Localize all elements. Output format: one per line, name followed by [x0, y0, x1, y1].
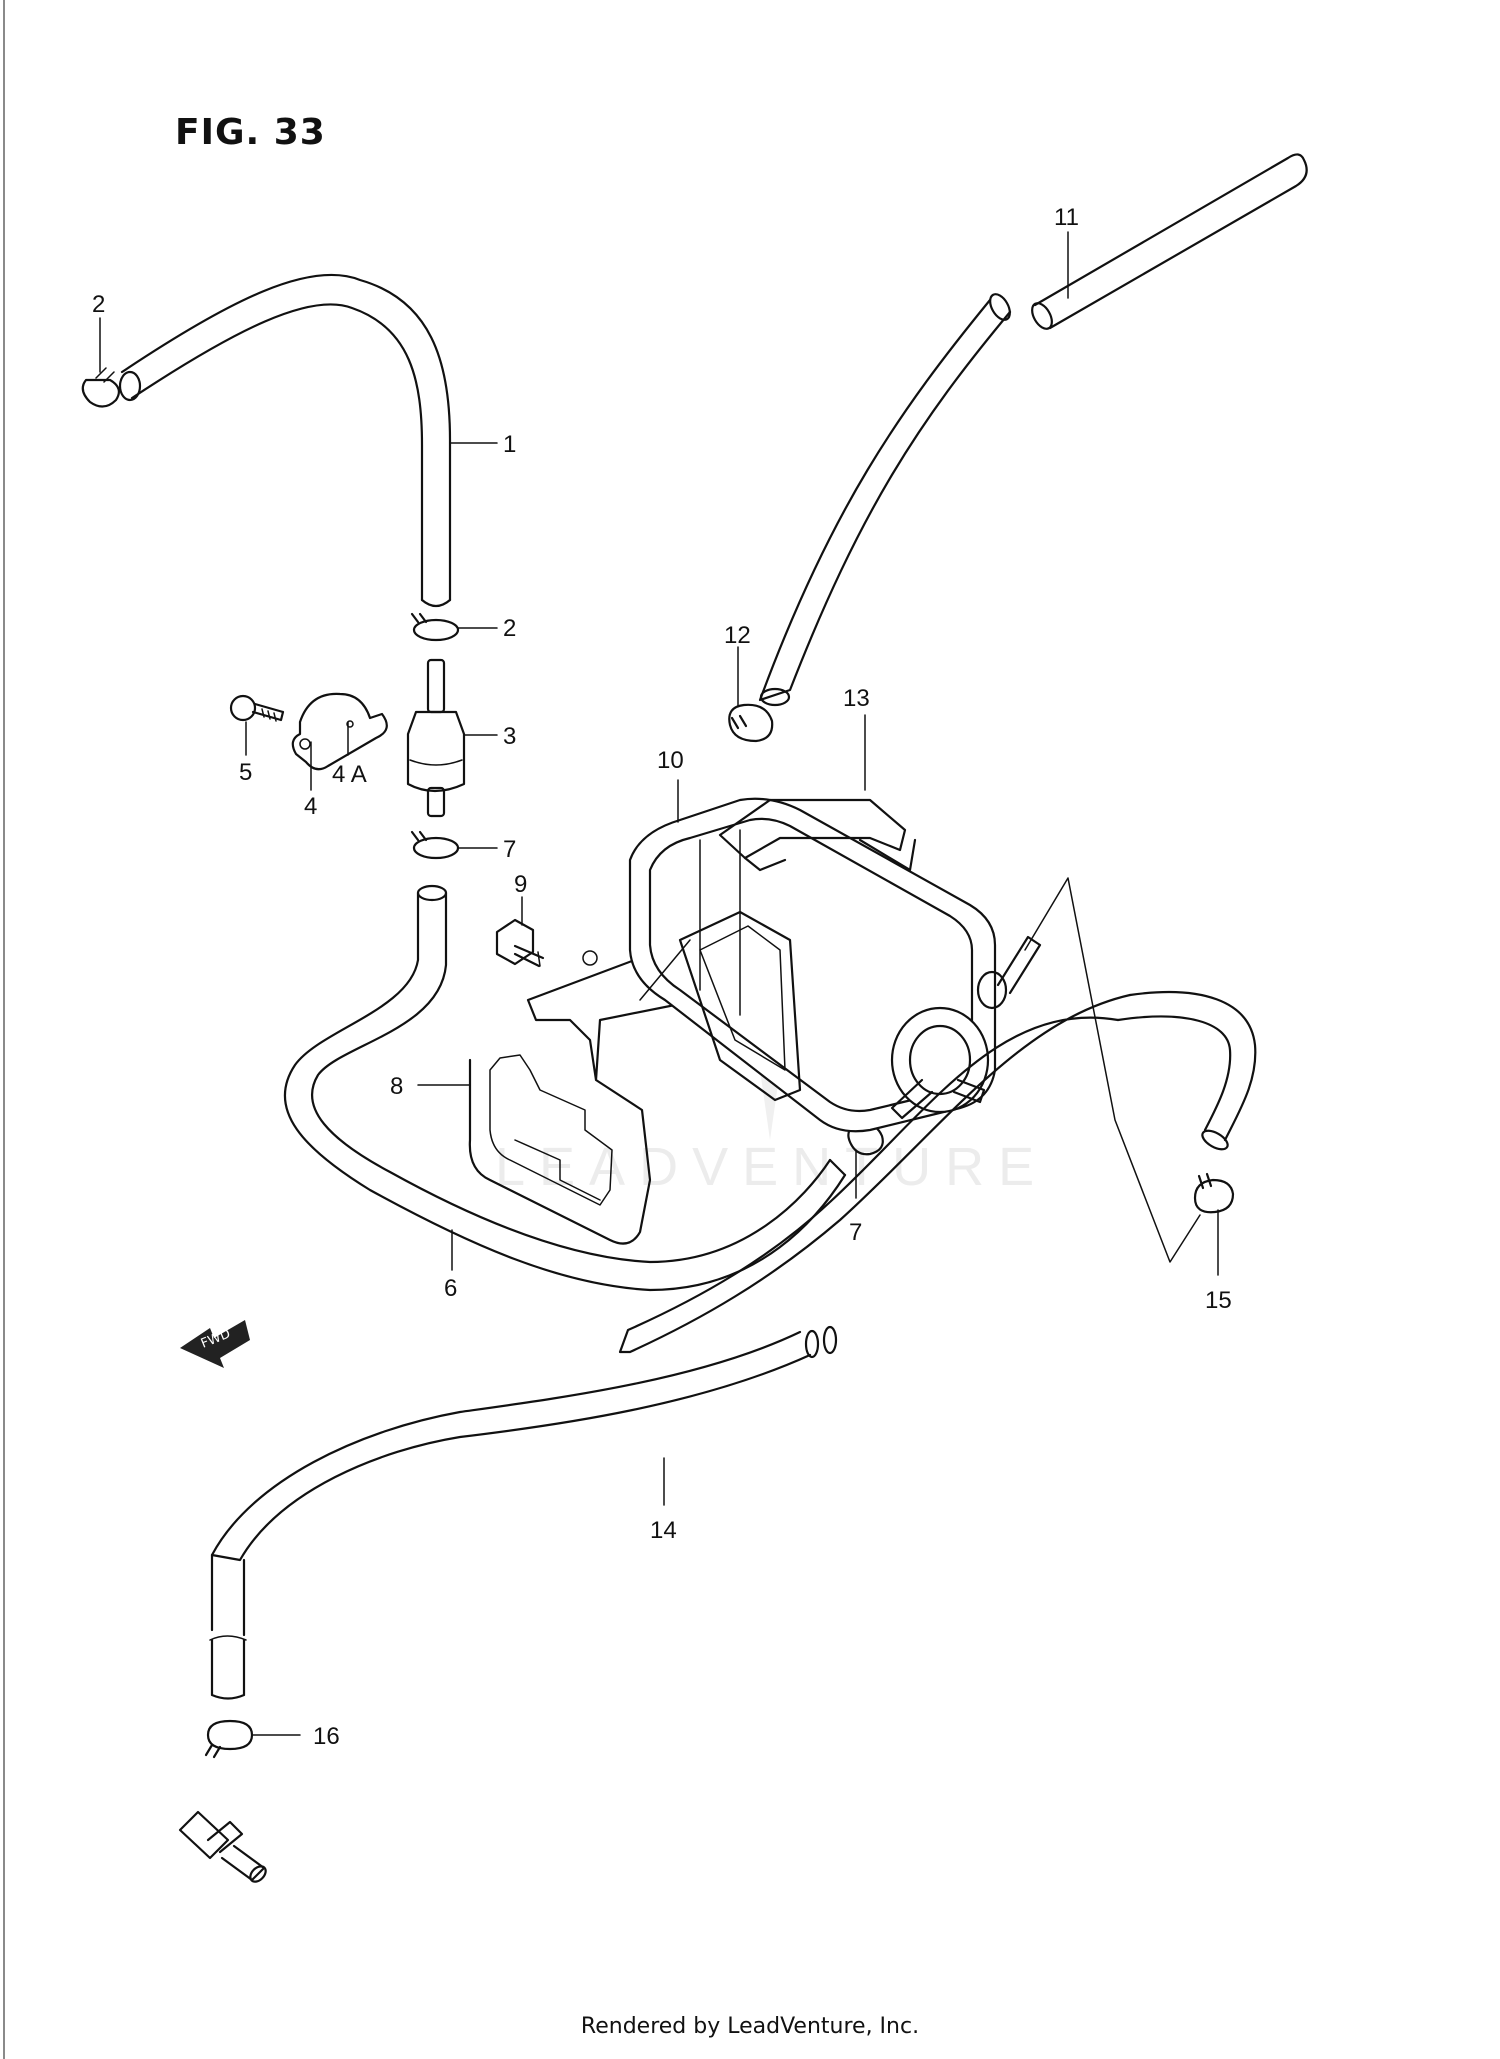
part-12-clamp [728, 703, 774, 743]
part-14-hose [209, 991, 1257, 1700]
callout-15: 15 [1205, 1287, 1232, 1314]
part-2-clamp-top-left [81, 367, 121, 408]
part-1-hose [118, 273, 452, 608]
part-8-bracket [468, 943, 702, 1245]
part-16-clamp [204, 1719, 254, 1759]
callout-6: 6 [444, 1275, 457, 1302]
watermark-text: LEADVENTURE [495, 1137, 1048, 1197]
callout-14: 14 [650, 1517, 677, 1544]
part-2-clamp-middle [410, 612, 460, 642]
callout-leaders [99, 231, 1219, 1736]
footer-credit: Rendered by LeadVenture, Inc. [580, 2014, 920, 2039]
t-joint [178, 1810, 267, 1883]
callout-8: 8 [390, 1073, 403, 1100]
part-11-hose [758, 153, 1308, 707]
callout-10: 10 [657, 747, 684, 774]
part-10-canister [628, 797, 1042, 1133]
part-4-bracket [291, 692, 388, 771]
part-7-clamp-top [410, 830, 460, 860]
callout-13: 13 [843, 685, 870, 712]
figure-title: FIG. 33 [175, 112, 326, 153]
part-13-strap [718, 798, 917, 872]
part-15-clamp [1193, 1172, 1235, 1214]
part-9-bolt [495, 918, 545, 968]
callout-7-top: 7 [503, 836, 516, 863]
part-5-bolt [229, 694, 285, 722]
part-3-filter [406, 658, 466, 818]
callout-16: 16 [313, 1723, 340, 1750]
callout-11: 11 [1054, 204, 1079, 231]
callout-5: 5 [239, 759, 252, 786]
callout-2-top-left: 2 [92, 291, 105, 318]
callout-7-right: 7 [849, 1219, 862, 1246]
valve-leader-lines [1024, 877, 1201, 1263]
callout-3: 3 [503, 723, 516, 750]
callout-4: 4 [304, 793, 317, 820]
callout-4a: 4 A [332, 761, 367, 788]
page-edge-rule [3, 0, 5, 2059]
callout-9: 9 [514, 871, 527, 898]
callout-1: 1 [503, 431, 516, 458]
callout-2-middle: 2 [503, 615, 516, 642]
fwd-arrow-icon: FWD [180, 1320, 250, 1368]
callout-12: 12 [724, 622, 751, 649]
